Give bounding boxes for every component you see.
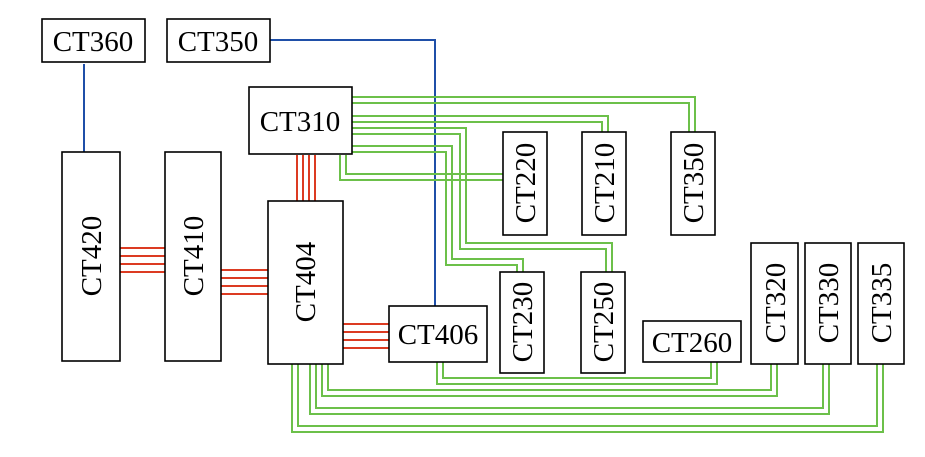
node-ct420-label: CT420: [76, 216, 108, 297]
node-ct230: CT230: [499, 271, 545, 374]
node-ct210: CT210: [581, 131, 627, 236]
node-ct230-label: CT230: [507, 282, 539, 363]
link-ct310-ct220: [339, 155, 503, 181]
link-ct310-ct230: [352, 145, 524, 272]
node-ct330: CT330: [804, 242, 852, 365]
node-ct410-label: CT410: [178, 216, 210, 297]
node-ct220: CT220: [502, 131, 548, 236]
node-ct406: CT406: [388, 305, 488, 363]
node-ct250: CT250: [580, 271, 626, 374]
node-ct260: CT260: [642, 320, 742, 363]
node-ct360: CT360: [41, 18, 146, 63]
link-ct420-ct410: [120, 247, 165, 273]
node-ct320: CT320: [750, 242, 799, 365]
node-ct310: CT310: [248, 86, 353, 155]
node-ct310-label: CT310: [260, 106, 341, 138]
link-ct310-ct250: [352, 127, 613, 272]
node-ct420: CT420: [61, 151, 121, 362]
link-ct406-ct260: [436, 362, 718, 385]
node-ct350-right-label: CT350: [678, 143, 710, 224]
link-ct310-ct404: [296, 155, 316, 201]
link-ct310-ct210: [352, 115, 609, 132]
node-ct330-label: CT330: [813, 263, 845, 344]
node-ct410: CT410: [164, 151, 222, 362]
blue-links: [83, 39, 436, 306]
node-ct404-label: CT404: [290, 241, 322, 322]
link-ct310-ct350: [352, 96, 696, 132]
node-ct406-label: CT406: [398, 319, 479, 351]
node-ct220-label: CT220: [510, 143, 542, 224]
node-ct320-label: CT320: [760, 263, 792, 344]
node-ct350-top: CT350: [166, 18, 271, 63]
link-ct410-ct404: [221, 269, 268, 295]
node-ct350-right: CT350: [670, 131, 716, 236]
link-ct404-ct406: [343, 323, 389, 349]
node-ct360-label: CT360: [53, 26, 134, 58]
node-ct335: CT335: [857, 242, 905, 365]
red-links: [120, 155, 389, 349]
link-ct404-ct330: [309, 364, 830, 415]
node-ct210-label: CT210: [589, 143, 621, 224]
link-ct404-ct320: [321, 364, 778, 397]
node-ct260-label: CT260: [652, 327, 733, 359]
node-ct335-label: CT335: [866, 263, 898, 344]
green-links: [291, 96, 884, 433]
node-ct250-label: CT250: [588, 282, 620, 363]
link-ct404-ct335: [291, 364, 884, 433]
link-ct350-ct406: [270, 39, 436, 306]
node-ct404: CT404: [267, 200, 344, 365]
node-ct350-top-label: CT350: [178, 26, 259, 58]
